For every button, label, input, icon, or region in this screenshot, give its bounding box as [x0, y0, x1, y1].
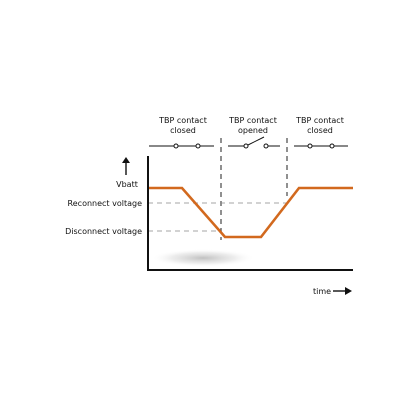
reconnect-voltage-label: Reconnect voltage	[68, 199, 143, 208]
phase-3-label-line2: closed	[307, 126, 333, 135]
switch-opened-icon	[228, 136, 280, 149]
shadow-blob	[151, 249, 255, 267]
y-axis-label: Vbatt	[116, 180, 138, 189]
phase-1-label-line1: TBP contact	[158, 116, 207, 125]
x-axis-label: time	[313, 287, 331, 296]
phase-2-label-line1: TBP contact	[228, 116, 277, 125]
phase-3-label-line1: TBP contact	[295, 116, 344, 125]
voltage-trace	[148, 186, 353, 239]
phase-1-label-line2: closed	[170, 126, 196, 135]
switch-closed-1-icon	[149, 143, 214, 149]
switch-closed-2-icon	[294, 143, 348, 149]
phase-2-label-line2: opened	[238, 126, 268, 135]
x-axis-arrow-icon	[333, 287, 352, 295]
disconnect-voltage-label: Disconnect voltage	[65, 227, 142, 236]
y-axis-arrow-icon	[122, 157, 130, 175]
